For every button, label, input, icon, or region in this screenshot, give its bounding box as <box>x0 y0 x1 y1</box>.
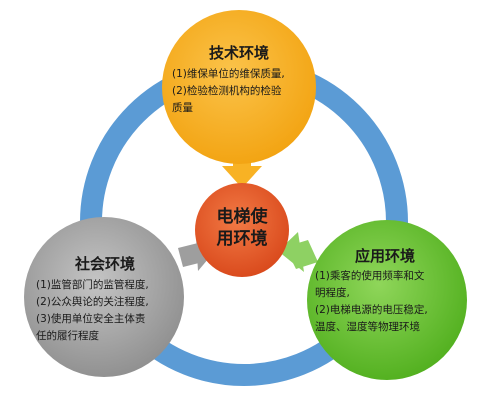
society-title: 社会环境 <box>74 255 135 273</box>
society-item-2: (2)公众舆论的关注程度, <box>36 296 149 308</box>
society-item-1: (1)监管部门的监管程度, <box>36 279 149 291</box>
center-label-line2: 用环境 <box>216 229 268 249</box>
application-item-3: (2)电梯电源的电压稳定, <box>315 304 428 316</box>
tech-item-3: 质量 <box>172 102 193 114</box>
tech-title: 技术环境 <box>208 44 269 62</box>
society-circle <box>24 217 184 377</box>
society-item-3: (3)使用单位安全主体责 <box>36 313 146 325</box>
tech-item-2: (2)检验检测机构的检验 <box>172 85 282 97</box>
application-item-4: 温度、湿度等物理环境 <box>315 321 420 333</box>
center-label-line1: 电梯使 <box>216 207 268 227</box>
arrow-from-application <box>278 232 318 272</box>
application-circle <box>307 220 467 380</box>
center-circle <box>195 183 289 277</box>
application-item-1: (1)乘客的使用频率和文 <box>315 270 425 282</box>
application-title: 应用环境 <box>354 247 415 265</box>
tech-item-1: (1)维保单位的维保质量, <box>172 68 285 80</box>
tech-circle <box>162 10 316 164</box>
society-item-4: 任的履行程度 <box>36 330 99 342</box>
application-item-2: 明程度, <box>315 287 350 299</box>
center-label: 电梯使 用环境 <box>205 206 279 250</box>
